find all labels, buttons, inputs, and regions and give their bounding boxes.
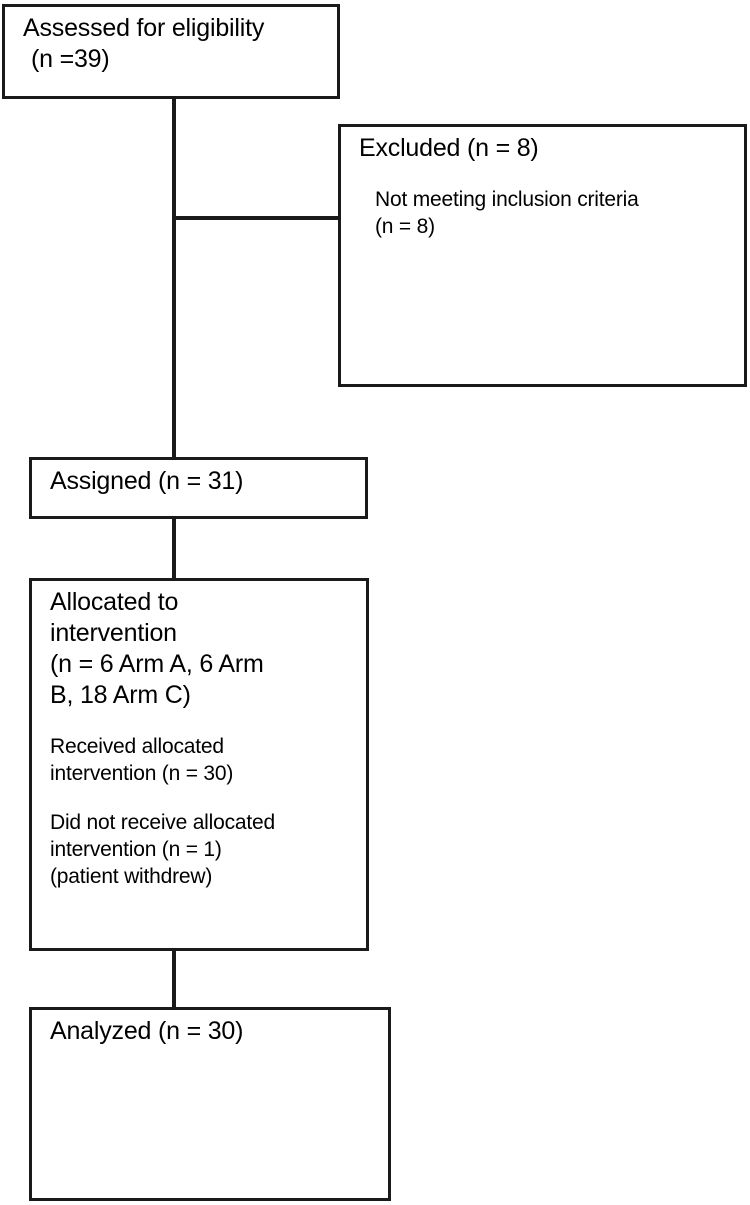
connector-assessed-to-assigned <box>172 97 176 459</box>
excluded-header: Excluded (n = 8) <box>359 134 539 162</box>
allocated-arms-line-1: (n = 6 Arm A, 6 Arm <box>50 650 264 678</box>
node-analyzed-content: Analyzed (n = 30) <box>32 1010 388 1047</box>
excluded-reason-count: (n = 8) <box>375 215 435 238</box>
assessed-title: Assessed for eligibility <box>23 14 265 42</box>
allocated-header-line-2: intervention <box>50 619 177 647</box>
node-analyzed: Analyzed (n = 30) <box>29 1007 391 1201</box>
received-allocated-line-1: Received allocated <box>50 735 224 758</box>
excluded-spacer <box>359 164 744 186</box>
connector-branch-to-excluded <box>172 216 340 220</box>
excluded-reason: Not meeting inclusion criteria <box>375 188 639 211</box>
allocated-spacer-2 <box>50 787 366 809</box>
allocated-spacer-1 <box>50 711 366 733</box>
node-assessed-content: Assessed for eligibility (n =39) <box>5 7 337 75</box>
assessed-count: (n =39) <box>31 45 110 73</box>
node-assigned-content: Assigned (n = 31) <box>32 460 365 497</box>
node-assessed-for-eligibility: Assessed for eligibility (n =39) <box>2 4 340 99</box>
not-received-line-2: intervention (n = 1) <box>50 838 222 861</box>
not-received-line-1: Did not receive allocated <box>50 811 275 834</box>
allocated-header-line-1: Allocated to <box>50 588 179 616</box>
received-allocated-line-2: intervention (n = 30) <box>50 762 234 785</box>
connector-allocated-to-analyzed <box>172 948 176 1009</box>
node-excluded: Excluded (n = 8) Not meeting inclusion c… <box>338 124 747 387</box>
assigned-header: Assigned (n = 31) <box>50 467 244 495</box>
not-received-line-3: (patient withdrew) <box>50 865 213 888</box>
analyzed-header: Analyzed (n = 30) <box>50 1017 244 1045</box>
node-allocated-to-intervention: Allocated to intervention (n = 6 Arm A, … <box>29 578 369 951</box>
connector-assigned-to-allocated <box>172 516 176 580</box>
node-assigned: Assigned (n = 31) <box>29 457 368 519</box>
node-allocated-content: Allocated to intervention (n = 6 Arm A, … <box>32 581 366 890</box>
node-excluded-content: Excluded (n = 8) Not meeting inclusion c… <box>341 127 744 240</box>
allocated-arms-line-2: B, 18 Arm C) <box>50 681 191 709</box>
